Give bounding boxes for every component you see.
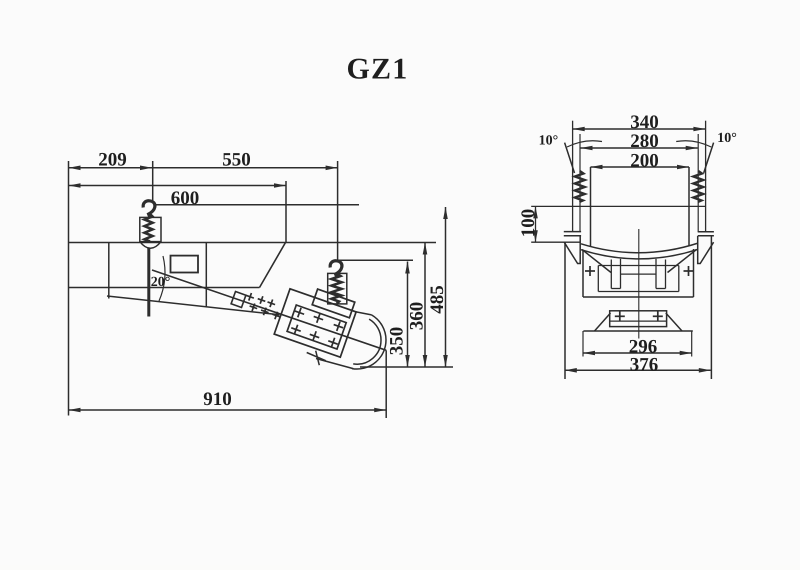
svg-text:376: 376: [630, 355, 659, 376]
svg-text:296: 296: [629, 337, 658, 358]
svg-text:10°: 10°: [717, 131, 737, 146]
svg-text:485: 485: [427, 285, 448, 314]
svg-text:100: 100: [518, 209, 539, 238]
svg-text:20°: 20°: [151, 275, 171, 290]
svg-text:200: 200: [630, 151, 659, 172]
svg-text:550: 550: [222, 150, 251, 171]
svg-text:280: 280: [630, 131, 659, 152]
svg-text:10°: 10°: [539, 134, 559, 149]
svg-text:350: 350: [387, 327, 408, 356]
svg-text:GZ1: GZ1: [347, 53, 409, 86]
svg-text:209: 209: [98, 150, 127, 171]
svg-text:910: 910: [203, 389, 232, 410]
svg-text:600: 600: [171, 188, 200, 209]
svg-text:360: 360: [407, 302, 428, 331]
svg-text:340: 340: [630, 112, 659, 133]
